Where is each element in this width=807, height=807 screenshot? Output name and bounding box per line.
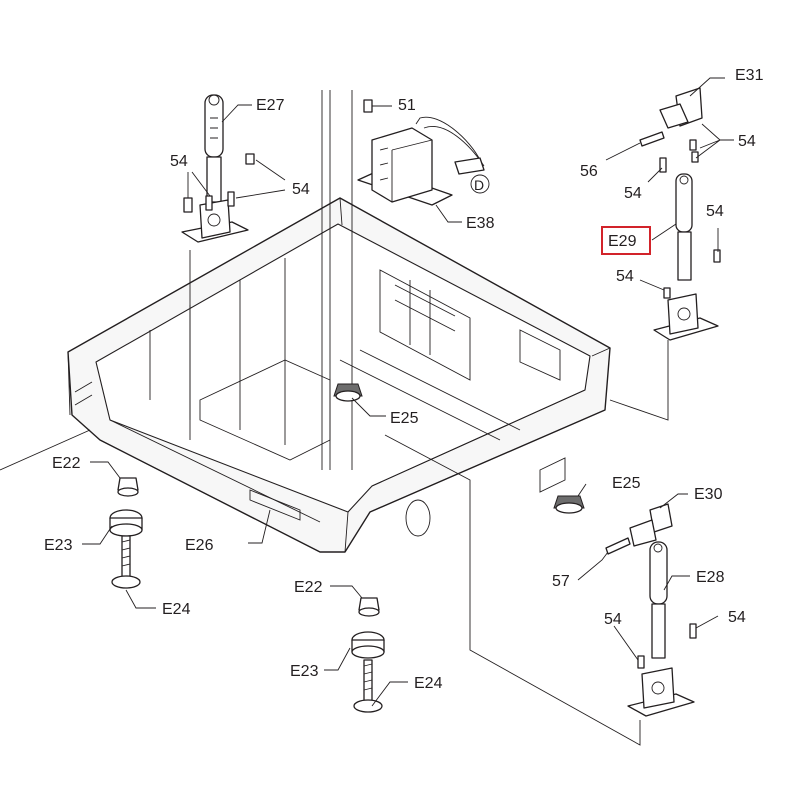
label-p54-h: 54 xyxy=(728,609,746,626)
label-e28: E28 xyxy=(696,569,725,586)
base-frame-e26 xyxy=(67,197,611,553)
label-p54-b: 54 xyxy=(170,153,188,170)
transformer-e38 xyxy=(357,99,490,206)
label-p54-c: 54 xyxy=(292,181,310,198)
label-e30: E30 xyxy=(694,486,723,503)
label-e22-b: E22 xyxy=(294,579,323,596)
callout-labels: E31 E27 51 54 54 56 54 54 54 E38 D E29 5… xyxy=(44,67,764,692)
label-p51: 51 xyxy=(398,97,416,114)
label-e23-a: E23 xyxy=(44,537,73,554)
strut-e27 xyxy=(181,94,249,243)
label-e29: E29 xyxy=(608,233,637,250)
label-e25-a: E25 xyxy=(390,410,419,427)
label-p54-a: 54 xyxy=(738,133,756,150)
foot-assembly-left xyxy=(109,477,143,589)
plug-e25-center xyxy=(333,383,363,402)
label-e38: E38 xyxy=(466,215,495,232)
label-e22-a: E22 xyxy=(52,455,81,472)
strut-e29 xyxy=(653,173,721,341)
strut-e28 xyxy=(627,541,697,717)
foot-assembly-center xyxy=(351,597,385,713)
bracket-e30 xyxy=(605,503,673,555)
label-e23-b: E23 xyxy=(290,663,319,680)
label-e24-b: E24 xyxy=(414,675,443,692)
guide-lines xyxy=(0,90,669,746)
bracket-e31 xyxy=(639,77,725,173)
label-e25-b: E25 xyxy=(612,475,641,492)
leader-lines xyxy=(82,104,734,707)
label-p54-d: 54 xyxy=(624,185,642,202)
label-p57: 57 xyxy=(552,573,570,590)
highlight-box-e29 xyxy=(601,226,651,255)
plug-e25-right xyxy=(553,495,585,514)
screws-54-left xyxy=(183,153,255,213)
label-p54-f: 54 xyxy=(616,268,634,285)
label-e27: E27 xyxy=(256,97,285,114)
label-p54-g: 54 xyxy=(604,611,622,628)
label-e31: E31 xyxy=(735,67,764,84)
label-e26: E26 xyxy=(185,537,214,554)
label-p54-e: 54 xyxy=(706,203,724,220)
label-d: D xyxy=(474,177,484,193)
label-p56: 56 xyxy=(580,163,598,180)
label-e24-a: E24 xyxy=(162,601,191,618)
